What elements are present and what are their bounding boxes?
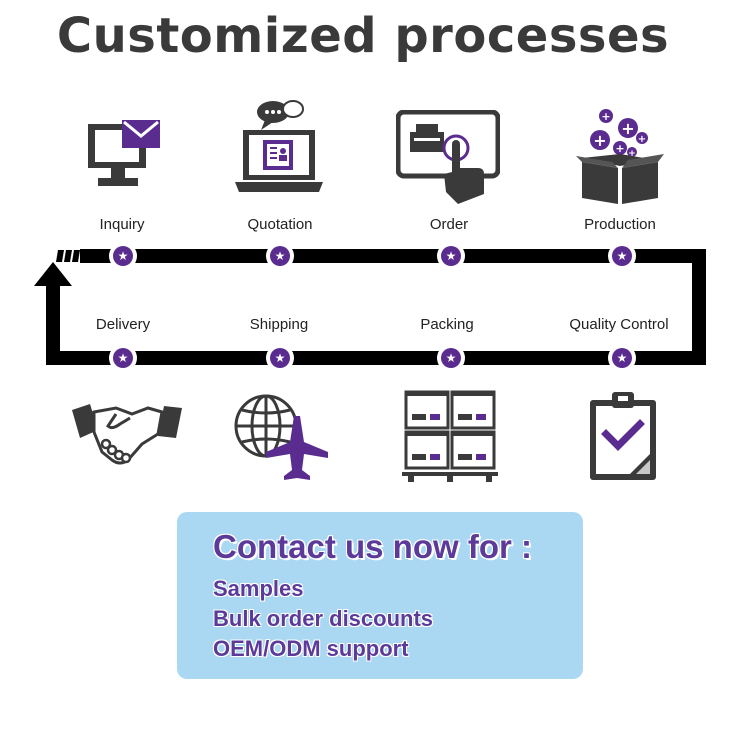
contact-heading: Contact us now for : xyxy=(213,528,532,565)
step-label-delivery: Delivery xyxy=(95,316,151,333)
laptop-quotation-icon xyxy=(235,100,323,192)
contact-panel: Contact us now for : Samples Bulk order … xyxy=(177,512,583,679)
step-node-order: ★ xyxy=(437,242,465,270)
step-label-packing: Packing xyxy=(420,316,474,333)
globe-airplane-icon xyxy=(234,394,328,480)
step-node-production: ★ xyxy=(608,242,636,270)
contact-item-samples: Samples xyxy=(213,576,304,601)
step-label-shipping: Shipping xyxy=(249,316,309,333)
step-label-production: Production xyxy=(584,216,656,233)
step-node-shipping: ★ xyxy=(266,344,294,372)
step-node-inquiry: ★ xyxy=(109,242,137,270)
svg-text:+: + xyxy=(601,110,610,123)
step-node-packing: ★ xyxy=(437,344,465,372)
contact-item-bulk-discounts: Bulk order discounts xyxy=(213,606,434,631)
step-label-quality-control: Quality Control xyxy=(569,316,669,333)
svg-text:+: + xyxy=(638,134,646,145)
page-title: Customized processes xyxy=(56,8,670,64)
box-production-icon: + + + + + + xyxy=(576,109,664,204)
svg-text:+: + xyxy=(615,142,624,155)
svg-text:+: + xyxy=(628,149,636,159)
step-label-inquiry: Inquiry xyxy=(99,216,145,233)
email-monitor-icon xyxy=(88,120,160,186)
step-node-quality-control: ★ xyxy=(608,344,636,372)
touchscreen-order-icon xyxy=(396,110,500,204)
stacked-boxes-icon xyxy=(402,390,498,482)
step-label-quotation: Quotation xyxy=(247,216,313,233)
svg-text:+: + xyxy=(593,131,606,150)
contact-item-oem-odm: OEM/ODM support xyxy=(213,636,409,661)
handshake-icon xyxy=(72,404,182,465)
step-node-delivery: ★ xyxy=(109,344,137,372)
step-node-quotation: ★ xyxy=(266,242,294,270)
step-label-order: Order xyxy=(429,216,469,233)
clipboard-check-icon xyxy=(590,392,656,480)
svg-text:+: + xyxy=(621,119,634,138)
